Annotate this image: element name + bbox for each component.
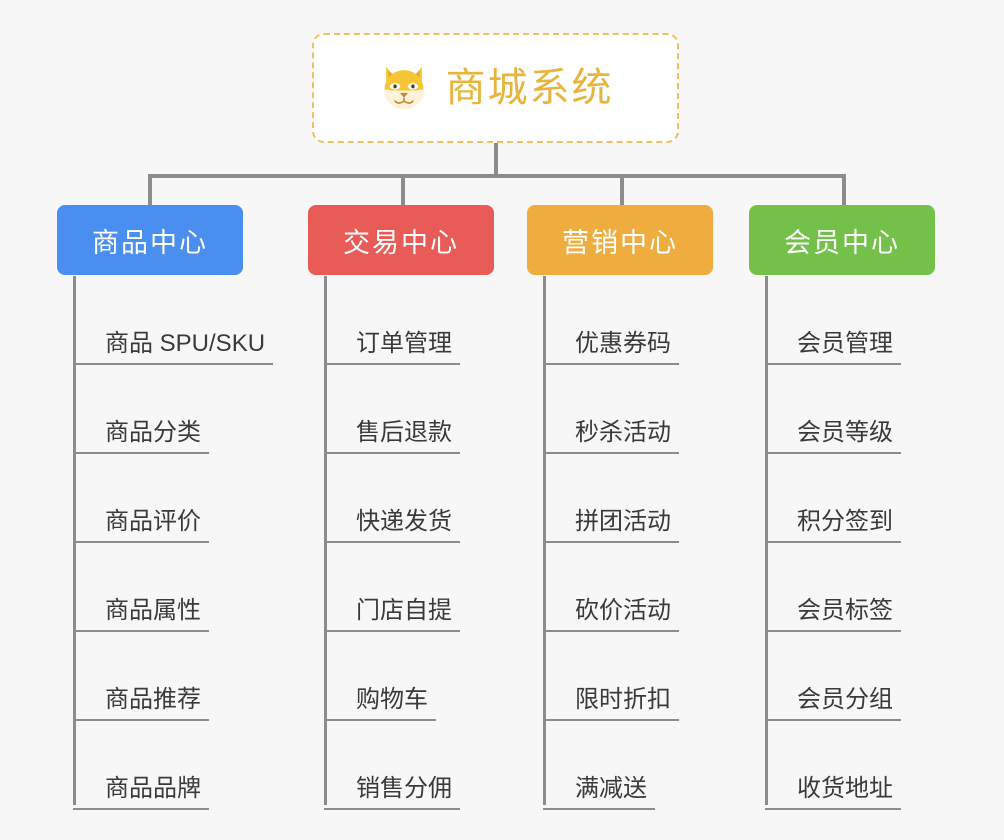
list-item-label: 快递发货 [324,508,460,543]
list-item[interactable]: 商品推荐 [73,632,209,721]
category-header-1-label: 商品中心 [92,227,208,258]
list-item[interactable]: 会员标签 [765,543,901,632]
list-item-label: 优惠券码 [543,330,679,365]
list-item[interactable]: 商品 SPU/SKU [73,276,274,365]
list-item[interactable]: 优惠券码 [543,276,679,365]
list-item[interactable]: 商品品牌 [73,721,209,810]
connector-drop-3 [620,174,624,206]
category-header-4[interactable]: 会员中心 [749,205,935,275]
list-item[interactable]: 门店自提 [324,543,460,632]
connector-drop-4 [842,174,846,206]
category-header-2-label: 交易中心 [343,227,459,258]
category-header-4-label: 会员中心 [784,227,900,258]
list-item[interactable]: 会员管理 [765,276,901,365]
list-item-label: 购物车 [324,686,436,721]
connector-root-stem [494,143,498,176]
list-item-label: 商品分类 [73,419,209,454]
list-item-label: 订单管理 [324,330,460,365]
column-spine-2 [324,276,327,805]
list-item-label: 门店自提 [324,597,460,632]
list-item[interactable]: 售后退款 [324,365,460,454]
list-item[interactable]: 订单管理 [324,276,460,365]
list-item[interactable]: 积分签到 [765,454,901,543]
root-node-label: 商城系统 [445,66,614,110]
list-item[interactable]: 销售分佣 [324,721,460,810]
list-item-label: 秒杀活动 [543,419,679,454]
list-item[interactable]: 砍价活动 [543,543,679,632]
list-item-label: 拼团活动 [543,508,679,543]
list-item-label: 满减送 [543,775,655,810]
list-item-label: 收货地址 [765,775,901,810]
list-item[interactable]: 限时折扣 [543,632,679,721]
list-item-label: 积分签到 [765,508,901,543]
list-item-label: 会员分组 [765,686,901,721]
list-item-label: 会员管理 [765,330,901,365]
list-item[interactable]: 快递发货 [324,454,460,543]
category-header-2[interactable]: 交易中心 [308,205,494,275]
list-item-label: 会员等级 [765,419,901,454]
list-item[interactable]: 会员等级 [765,365,901,454]
list-item-label: 销售分佣 [324,775,460,810]
connector-drop-2 [401,174,405,206]
list-item[interactable]: 商品分类 [73,365,209,454]
column-spine-1 [73,276,76,805]
list-item[interactable]: 会员分组 [765,632,901,721]
list-item-label: 商品推荐 [73,686,209,721]
category-header-3[interactable]: 营销中心 [527,205,713,275]
list-item-label: 商品评价 [73,508,209,543]
column-spine-4 [765,276,768,805]
list-item[interactable]: 商品属性 [73,543,209,632]
list-item-label: 商品品牌 [73,775,209,810]
category-header-3-label: 营销中心 [562,227,678,258]
list-item-label: 商品 SPU/SKU [73,330,274,365]
list-item[interactable]: 收货地址 [765,721,901,810]
list-item-label: 售后退款 [324,419,460,454]
list-item-label: 砍价活动 [543,597,679,632]
list-item[interactable]: 拼团活动 [543,454,679,543]
list-item[interactable]: 满减送 [543,721,655,810]
list-item[interactable]: 购物车 [324,632,436,721]
root-node[interactable]: 商城系统 [312,33,679,143]
list-item[interactable]: 秒杀活动 [543,365,679,454]
connector-drop-1 [148,174,152,206]
list-item[interactable]: 商品评价 [73,454,209,543]
category-header-1[interactable]: 商品中心 [57,205,243,275]
list-item-label: 会员标签 [765,597,901,632]
connector-horizontal-bus [148,174,846,178]
list-item-label: 商品属性 [73,597,209,632]
list-item-label: 限时折扣 [543,686,679,721]
dog-face-icon [378,62,430,114]
column-spine-3 [543,276,546,805]
